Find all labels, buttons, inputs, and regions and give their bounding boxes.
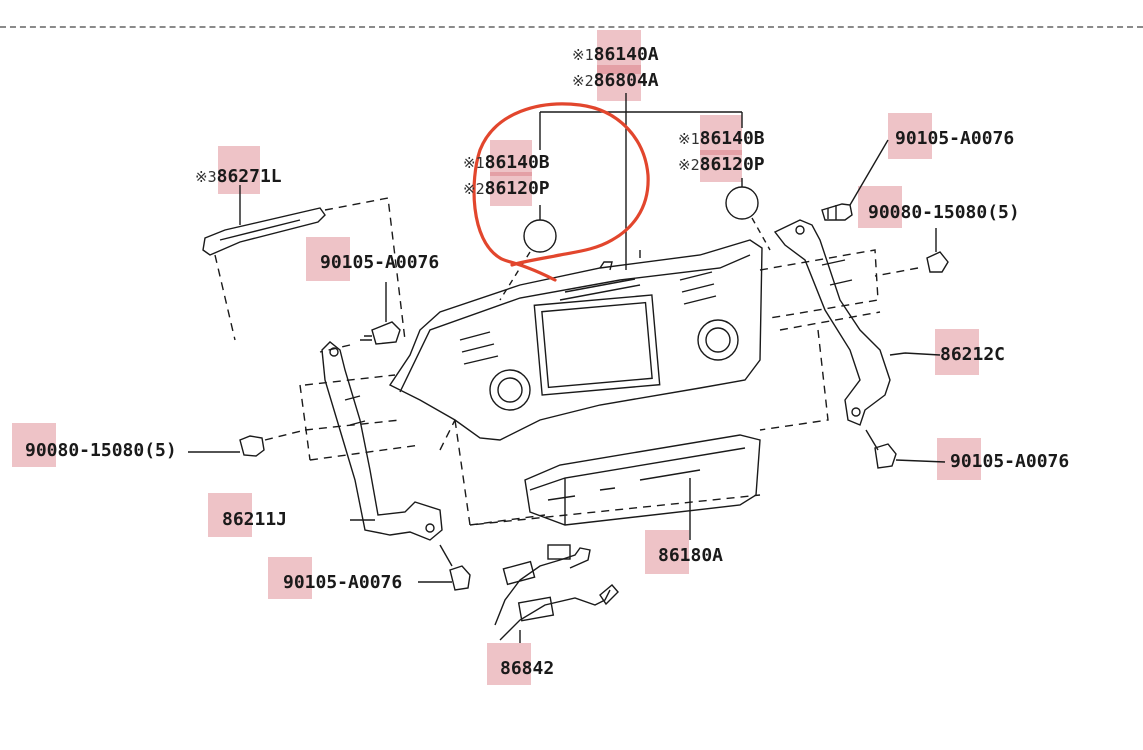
- label-top-a2: ※286804A: [572, 70, 659, 91]
- bolt-top-right: [821, 139, 889, 221]
- highlight-right-86120P: [700, 150, 742, 182]
- highlight-86140A: [597, 30, 641, 74]
- highlight-86180A: [645, 530, 689, 574]
- right-bracket-shape: [773, 219, 891, 426]
- label-bolt-bottom-left: 90105-A0076: [283, 572, 403, 593]
- highlight-90080-tr: [858, 186, 902, 228]
- label-bolt-bottom-right: 90105-A0076: [950, 451, 1070, 472]
- highlight-86271L: [218, 146, 260, 194]
- highlight-86212C: [935, 329, 979, 375]
- label-trim-strip: ※386271L: [195, 166, 282, 187]
- label-bracket-right: 86212C: [940, 344, 1006, 365]
- label-screw-top-right: 90080-15080(5): [868, 202, 1020, 223]
- knob-left: [523, 219, 557, 253]
- highlight-86804A: [597, 65, 641, 101]
- receiver-unit-shape: [524, 434, 761, 526]
- top-dashed-rule: [0, 26, 1143, 28]
- highlight-right-86140B: [700, 115, 742, 155]
- knob-right: [725, 186, 759, 220]
- highlight-90105-ml: [306, 237, 350, 281]
- label-harness: 86842: [500, 658, 555, 679]
- red-annotation-loop: [472, 102, 650, 282]
- highlight-90105-bl: [268, 557, 312, 599]
- label-right-b1: ※186140B: [678, 128, 765, 149]
- highlight-86211J: [208, 493, 252, 537]
- screw-top-right: [874, 228, 949, 277]
- label-bolt-top-right: 90105-A0076: [895, 128, 1015, 149]
- bolt-mid-left: [319, 282, 401, 353]
- bolt-bottom-left: [418, 544, 471, 591]
- bolt-bottom-right: [865, 429, 946, 469]
- highlight-left-86140B: [490, 140, 532, 176]
- highlight-90105-tr: [888, 113, 932, 159]
- label-screw-left: 90080-15080(5): [25, 440, 177, 461]
- label-bracket-left: 86211J: [222, 509, 288, 530]
- label-top-a1: ※186140A: [572, 44, 659, 65]
- highlight-90080-left: [12, 423, 56, 467]
- highlight-90105-br: [937, 438, 981, 480]
- wire-harness-shape: [494, 544, 619, 641]
- screw-left: [188, 429, 306, 457]
- label-bolt-mid-left: 90105-A0076: [320, 252, 440, 273]
- highlight-86842: [487, 643, 531, 685]
- highlight-left-86120P: [490, 172, 532, 206]
- label-left-b2: ※286120P: [463, 178, 550, 199]
- label-right-b2: ※286120P: [678, 154, 765, 175]
- left-bracket-shape: [321, 341, 443, 541]
- dashed-outlines: [299, 249, 881, 526]
- label-left-b1: ※186140B: [463, 152, 550, 173]
- label-receiver: 86180A: [658, 545, 724, 566]
- head-unit-panel: [388, 239, 763, 441]
- trim-strip-shape: [202, 207, 326, 256]
- leader-tree: [539, 93, 743, 270]
